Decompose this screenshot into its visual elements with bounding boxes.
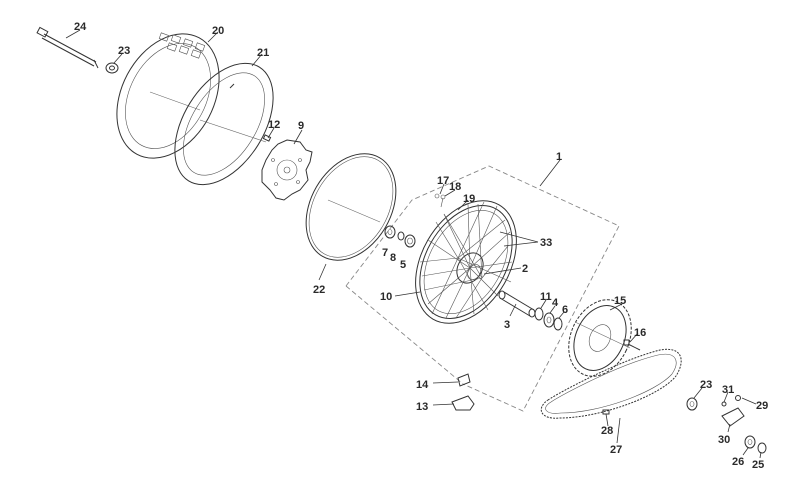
brake-disc: [261, 134, 313, 201]
callout-17: 17: [437, 175, 449, 187]
chain-guide-parts: [451, 373, 475, 411]
callout-labels: 1 2 3 4 5 6 7 8 9 10 11 12 13 14 15 16 1…: [74, 21, 768, 471]
callout-5: 5: [400, 259, 406, 271]
callout-28: 28: [601, 425, 613, 437]
rim-band: [305, 153, 397, 261]
callout-19: 19: [463, 193, 475, 205]
callout-27: 27: [610, 444, 622, 456]
callout-18: 18: [449, 181, 461, 193]
callout-25: 25: [752, 459, 764, 471]
callout-2: 2: [522, 263, 528, 275]
spoked-wheel: [415, 193, 517, 324]
callout-26: 26: [732, 456, 744, 468]
axle-nut-left: [105, 62, 119, 74]
callout-10: 10: [380, 291, 392, 303]
callout-13: 13: [416, 401, 428, 413]
callout-9: 9: [298, 120, 304, 132]
callout-7: 7: [382, 247, 388, 259]
callout-22: 22: [313, 284, 325, 296]
callout-33: 33: [540, 237, 552, 249]
tyre: [116, 32, 220, 159]
chain-adjuster: [721, 395, 767, 454]
callout-24: 24: [74, 21, 87, 33]
sprocket: [568, 299, 641, 377]
callout-23-right: 23: [700, 379, 712, 391]
callout-11: 11: [540, 291, 552, 303]
callout-14: 14: [416, 379, 429, 391]
right-bearings: [534, 307, 563, 331]
callout-15: 15: [614, 295, 626, 307]
callout-12: 12: [268, 119, 280, 131]
callout-31: 31: [722, 384, 734, 396]
callout-1: 1: [556, 151, 562, 163]
callout-20: 20: [212, 25, 224, 37]
inner-tube: [174, 62, 274, 186]
left-spacers: [384, 225, 416, 248]
axle-nut-right: [686, 397, 698, 411]
callout-16: 16: [634, 327, 646, 339]
axle-spacer: [498, 290, 536, 318]
drive-chain: [540, 348, 682, 419]
leader-lines: [65, 29, 762, 459]
callout-6: 6: [562, 304, 568, 316]
callout-23-left: 23: [118, 45, 130, 57]
callout-29: 29: [756, 400, 768, 412]
assembly-outline: [345, 165, 620, 412]
callout-3: 3: [504, 319, 510, 331]
axle: [36, 26, 99, 69]
callout-8: 8: [390, 252, 396, 264]
callout-4: 4: [552, 297, 559, 309]
callout-21: 21: [257, 47, 269, 59]
callout-30: 30: [718, 434, 730, 446]
